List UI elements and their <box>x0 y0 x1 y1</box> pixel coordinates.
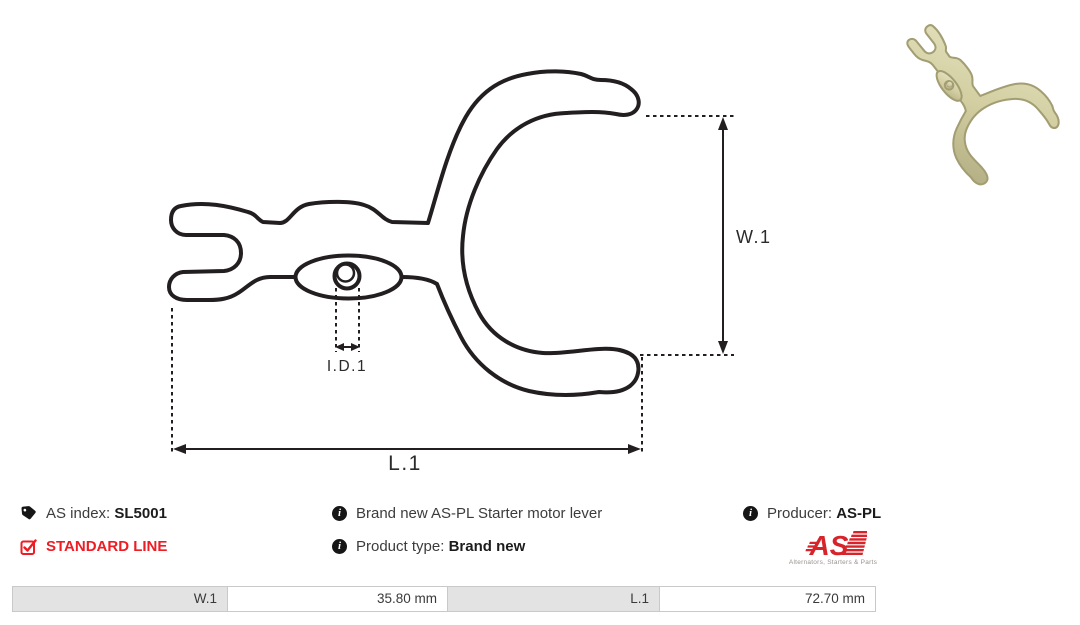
standard-line-row: STANDARD LINE <box>20 536 167 556</box>
product-type-value: Brand new <box>448 537 526 555</box>
dimension-value-cell: 72.70 mm <box>659 586 876 612</box>
producer-row: Producer: AS-PL <box>743 503 881 523</box>
checkbox-checked-icon <box>20 538 37 555</box>
l1-label: L.1 <box>388 452 422 475</box>
lever-line-drawing <box>167 69 641 397</box>
brand-logo: AS Alternators, Starters & Parts <box>786 529 880 566</box>
as-logo-text: AS <box>809 530 849 558</box>
dimensions-table: W.1 35.80 mm L.1 72.70 mm <box>12 586 876 612</box>
info-icon <box>332 538 347 554</box>
product-type-text: Product type: Brand new <box>356 538 525 555</box>
w1-label: W.1 <box>736 227 772 247</box>
dimension-arrowheads <box>173 117 728 454</box>
product-type-label: Product type: <box>356 537 445 555</box>
as-index-label: AS index: <box>46 504 111 522</box>
as-index-text: AS index: SL5001 <box>46 505 167 522</box>
lever-photo-shape <box>878 0 1066 190</box>
product-photo <box>878 0 1066 190</box>
tag-icon <box>21 505 36 519</box>
info-icon <box>743 505 758 521</box>
product-type-row: Product type: Brand new <box>332 536 525 556</box>
logo-tagline: Alternators, Starters & Parts <box>788 559 878 566</box>
as-index-row: AS index: SL5001 <box>20 503 167 523</box>
standard-line-label: STANDARD LINE <box>46 537 168 555</box>
lever-outline <box>167 69 641 397</box>
dimension-label-cell: W.1 <box>12 586 228 612</box>
logo-stripes <box>805 531 867 556</box>
id1-label: I.D.1 <box>327 358 367 375</box>
extension-lines <box>171 115 734 455</box>
producer-value: AS-PL <box>836 504 882 522</box>
producer-text: Producer: AS-PL <box>767 505 881 522</box>
description-row: Brand new AS-PL Starter motor lever <box>332 503 602 523</box>
dimension-labels: W.1 L.1 I.D.1 <box>327 227 772 475</box>
as-logo-icon: AS <box>805 530 867 558</box>
info-icon <box>332 505 347 521</box>
as-index-value: SL5001 <box>114 504 167 522</box>
description-text: Brand new AS-PL Starter motor lever <box>356 504 603 522</box>
dimension-value-cell: 35.80 mm <box>227 586 448 612</box>
dimension-lines <box>171 115 734 455</box>
dimension-label-cell: L.1 <box>447 586 660 612</box>
producer-label: Producer: <box>767 504 833 522</box>
